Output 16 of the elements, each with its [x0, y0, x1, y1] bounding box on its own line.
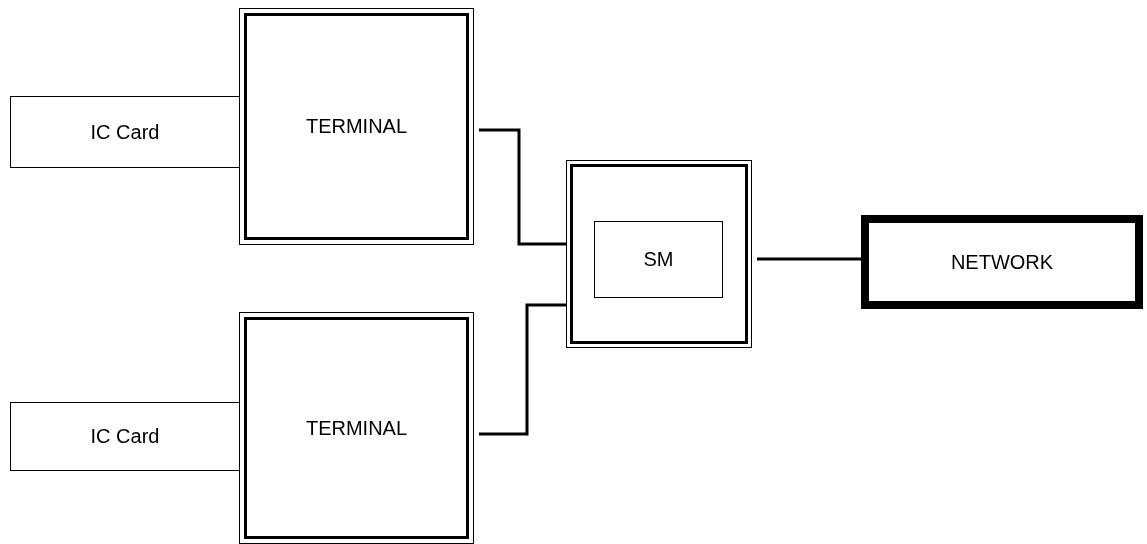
terminal-box [239, 8, 474, 245]
network-box [861, 215, 1143, 309]
connector-line [757, 257, 861, 261]
card-box [10, 96, 240, 168]
connector-line [479, 128, 566, 246]
card-box [10, 402, 240, 471]
node-label: IC Card [90, 119, 160, 145]
node-label: IC Card [90, 424, 160, 449]
module-box [594, 221, 723, 298]
node-label: SM [643, 247, 674, 272]
node-label: TERMINAL [305, 415, 408, 441]
module-frame [566, 160, 752, 348]
terminal-box [239, 312, 474, 544]
node-label: TERMINAL [305, 114, 408, 139]
node-label: NETWORK [950, 249, 1054, 275]
connector-line [479, 303, 566, 436]
